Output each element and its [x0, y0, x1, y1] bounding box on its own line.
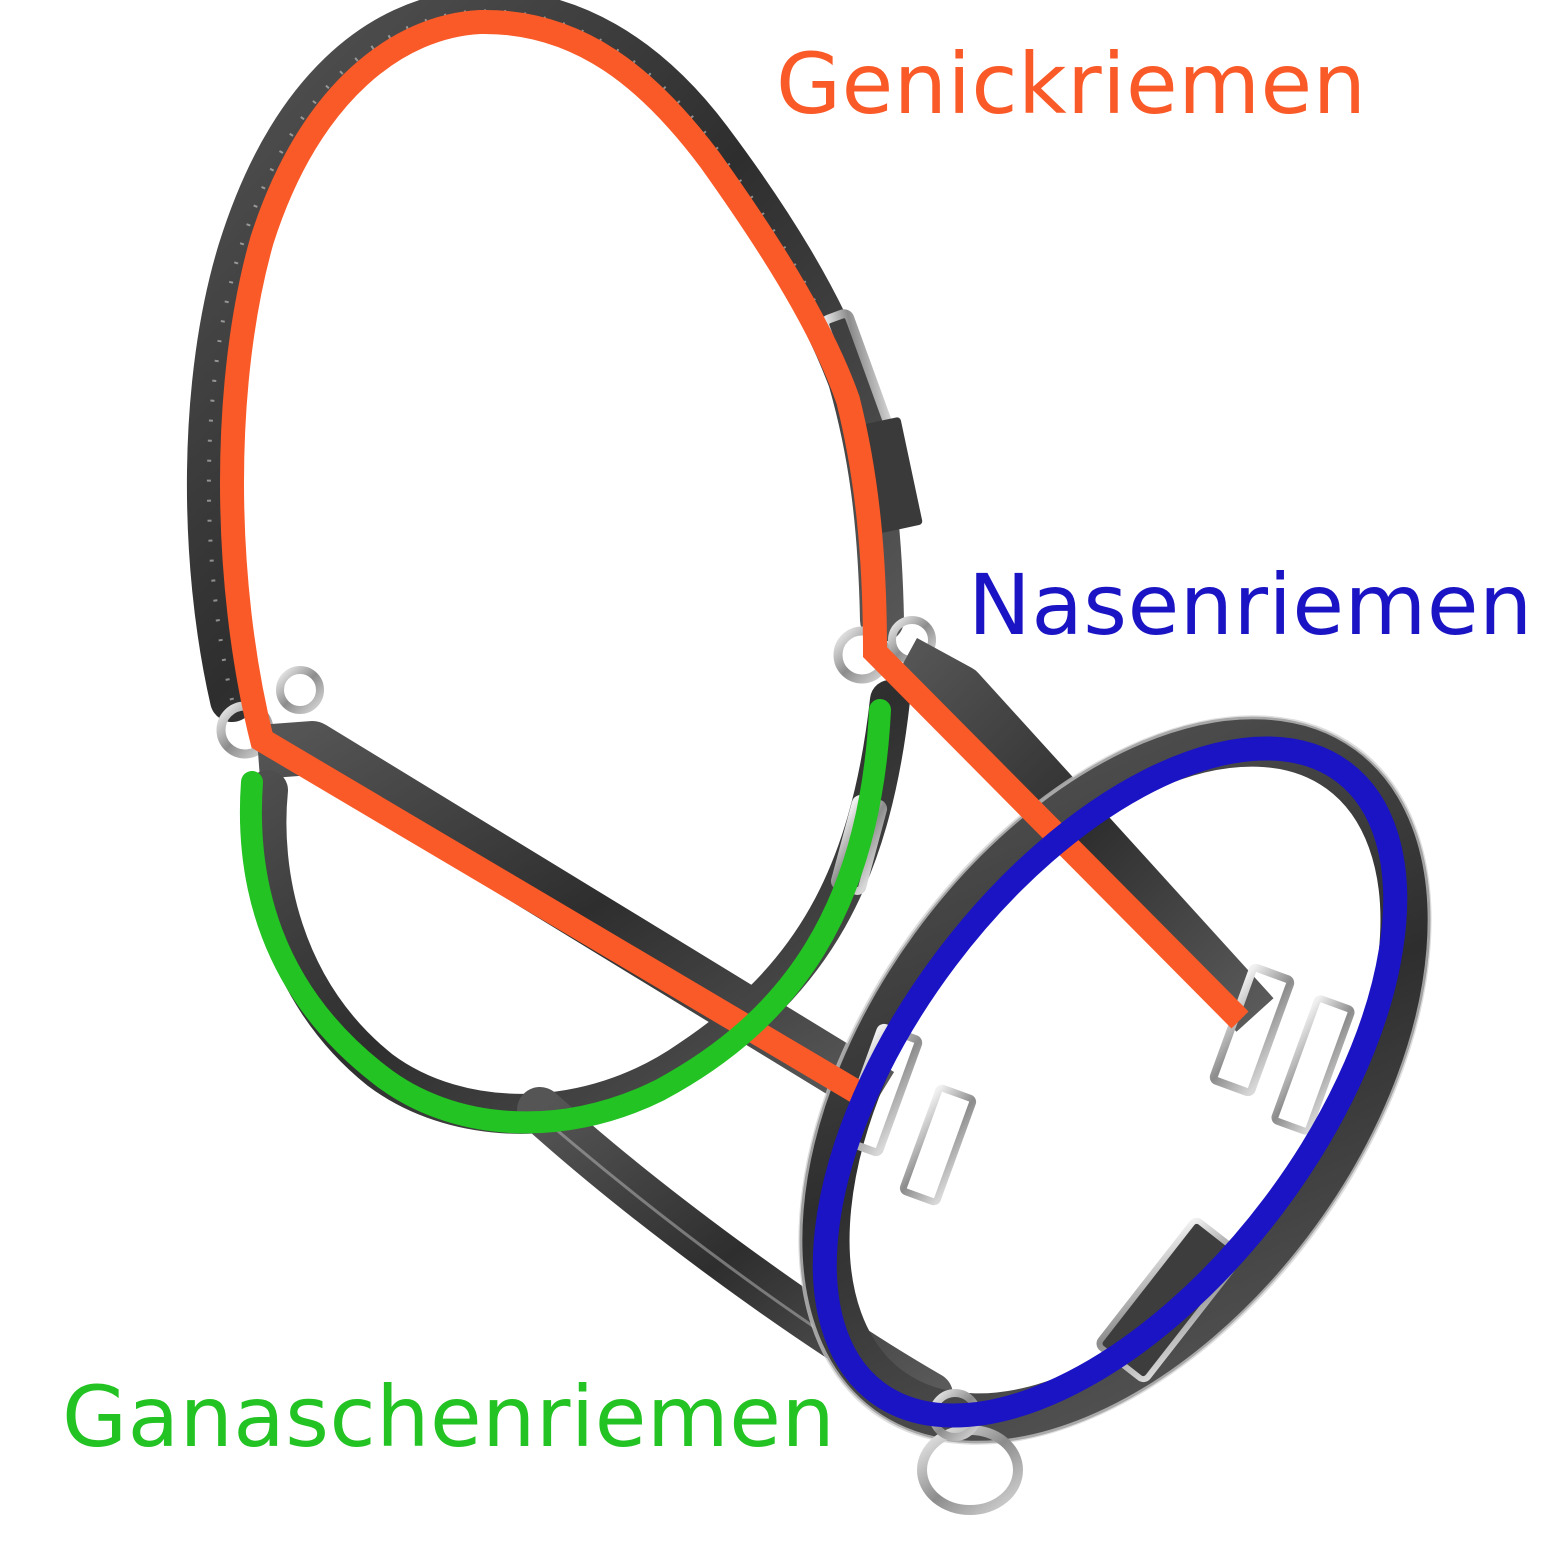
nasenriemen-label: Nasenriemen: [968, 556, 1533, 654]
genickriemen-highlight: [220, 9, 1249, 1106]
right-cheek-strap-leather: [893, 638, 1274, 1032]
ganaschenriemen-label: Ganaschenriemen: [62, 1368, 836, 1466]
nasenriemen-highlight: [812, 736, 1408, 1428]
genickriemen-label: Genickriemen: [776, 35, 1367, 133]
ring-icon: [276, 666, 324, 714]
ganaschenriemen-highlight: [239, 699, 891, 1134]
noseband-leather-edge: [798, 715, 1432, 1445]
